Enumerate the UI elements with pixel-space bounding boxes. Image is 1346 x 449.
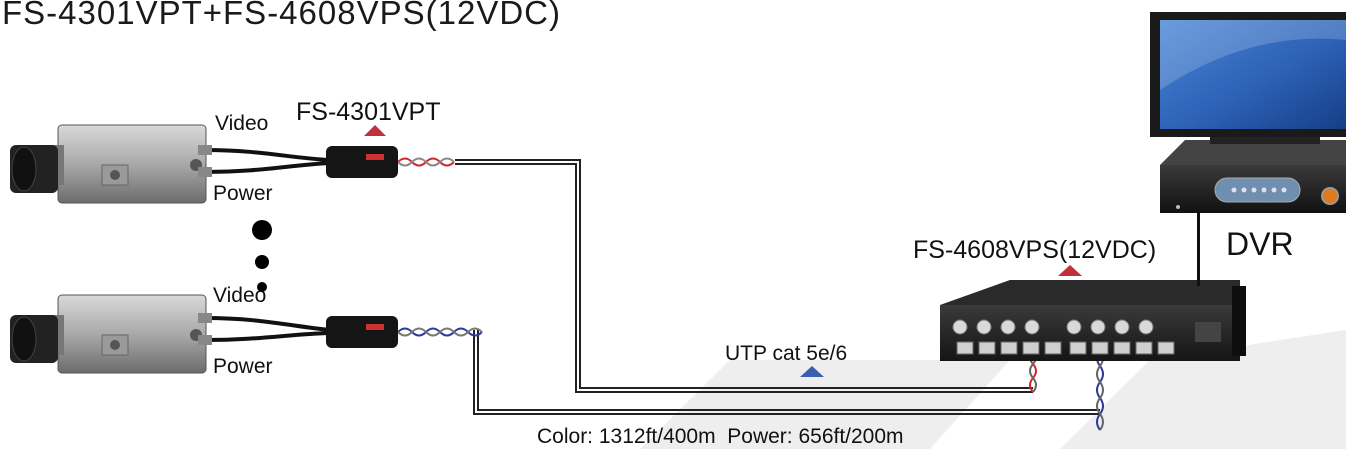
camera-pigtail-bottom xyxy=(204,316,331,342)
dvr-icon xyxy=(1160,140,1346,213)
balun-icon xyxy=(326,316,398,348)
transmitter-model-label: FS-4301VPT xyxy=(296,98,441,126)
camera-icon xyxy=(10,294,207,374)
monitor-icon xyxy=(1150,12,1346,144)
utp-cable-top xyxy=(455,159,1033,393)
power-label-top: Power xyxy=(213,182,273,205)
power-label-bottom: Power xyxy=(213,355,273,378)
video-label-bottom: Video xyxy=(213,284,267,307)
video-label-top: Video xyxy=(215,112,269,135)
more-cameras-dots xyxy=(252,220,272,292)
watermark xyxy=(640,330,1346,449)
marker-triangle-red xyxy=(364,125,386,136)
diagram-title: FS-4301VPT+FS-4608VPS(12VDC) xyxy=(2,0,561,31)
balun-icon xyxy=(326,146,398,178)
camera-icon xyxy=(10,124,207,204)
dvr-link-cable xyxy=(1197,208,1200,286)
marker-triangle-red xyxy=(1058,265,1082,276)
distance-spec-label: Color: 1312ft/400m Power: 656ft/200m xyxy=(537,425,904,448)
marker-triangle-blue xyxy=(800,366,824,377)
camera-pigtail-top xyxy=(204,148,331,174)
twisted-pair-blue xyxy=(397,327,1104,431)
receiver-model-label: FS-4608VPS(12VDC) xyxy=(913,236,1157,264)
dvr-label: DVR xyxy=(1226,226,1294,262)
cable-type-label: UTP cat 5e/6 xyxy=(725,342,848,365)
utp-cable-bottom xyxy=(473,330,1100,415)
video-receiver-icon xyxy=(940,280,1246,361)
